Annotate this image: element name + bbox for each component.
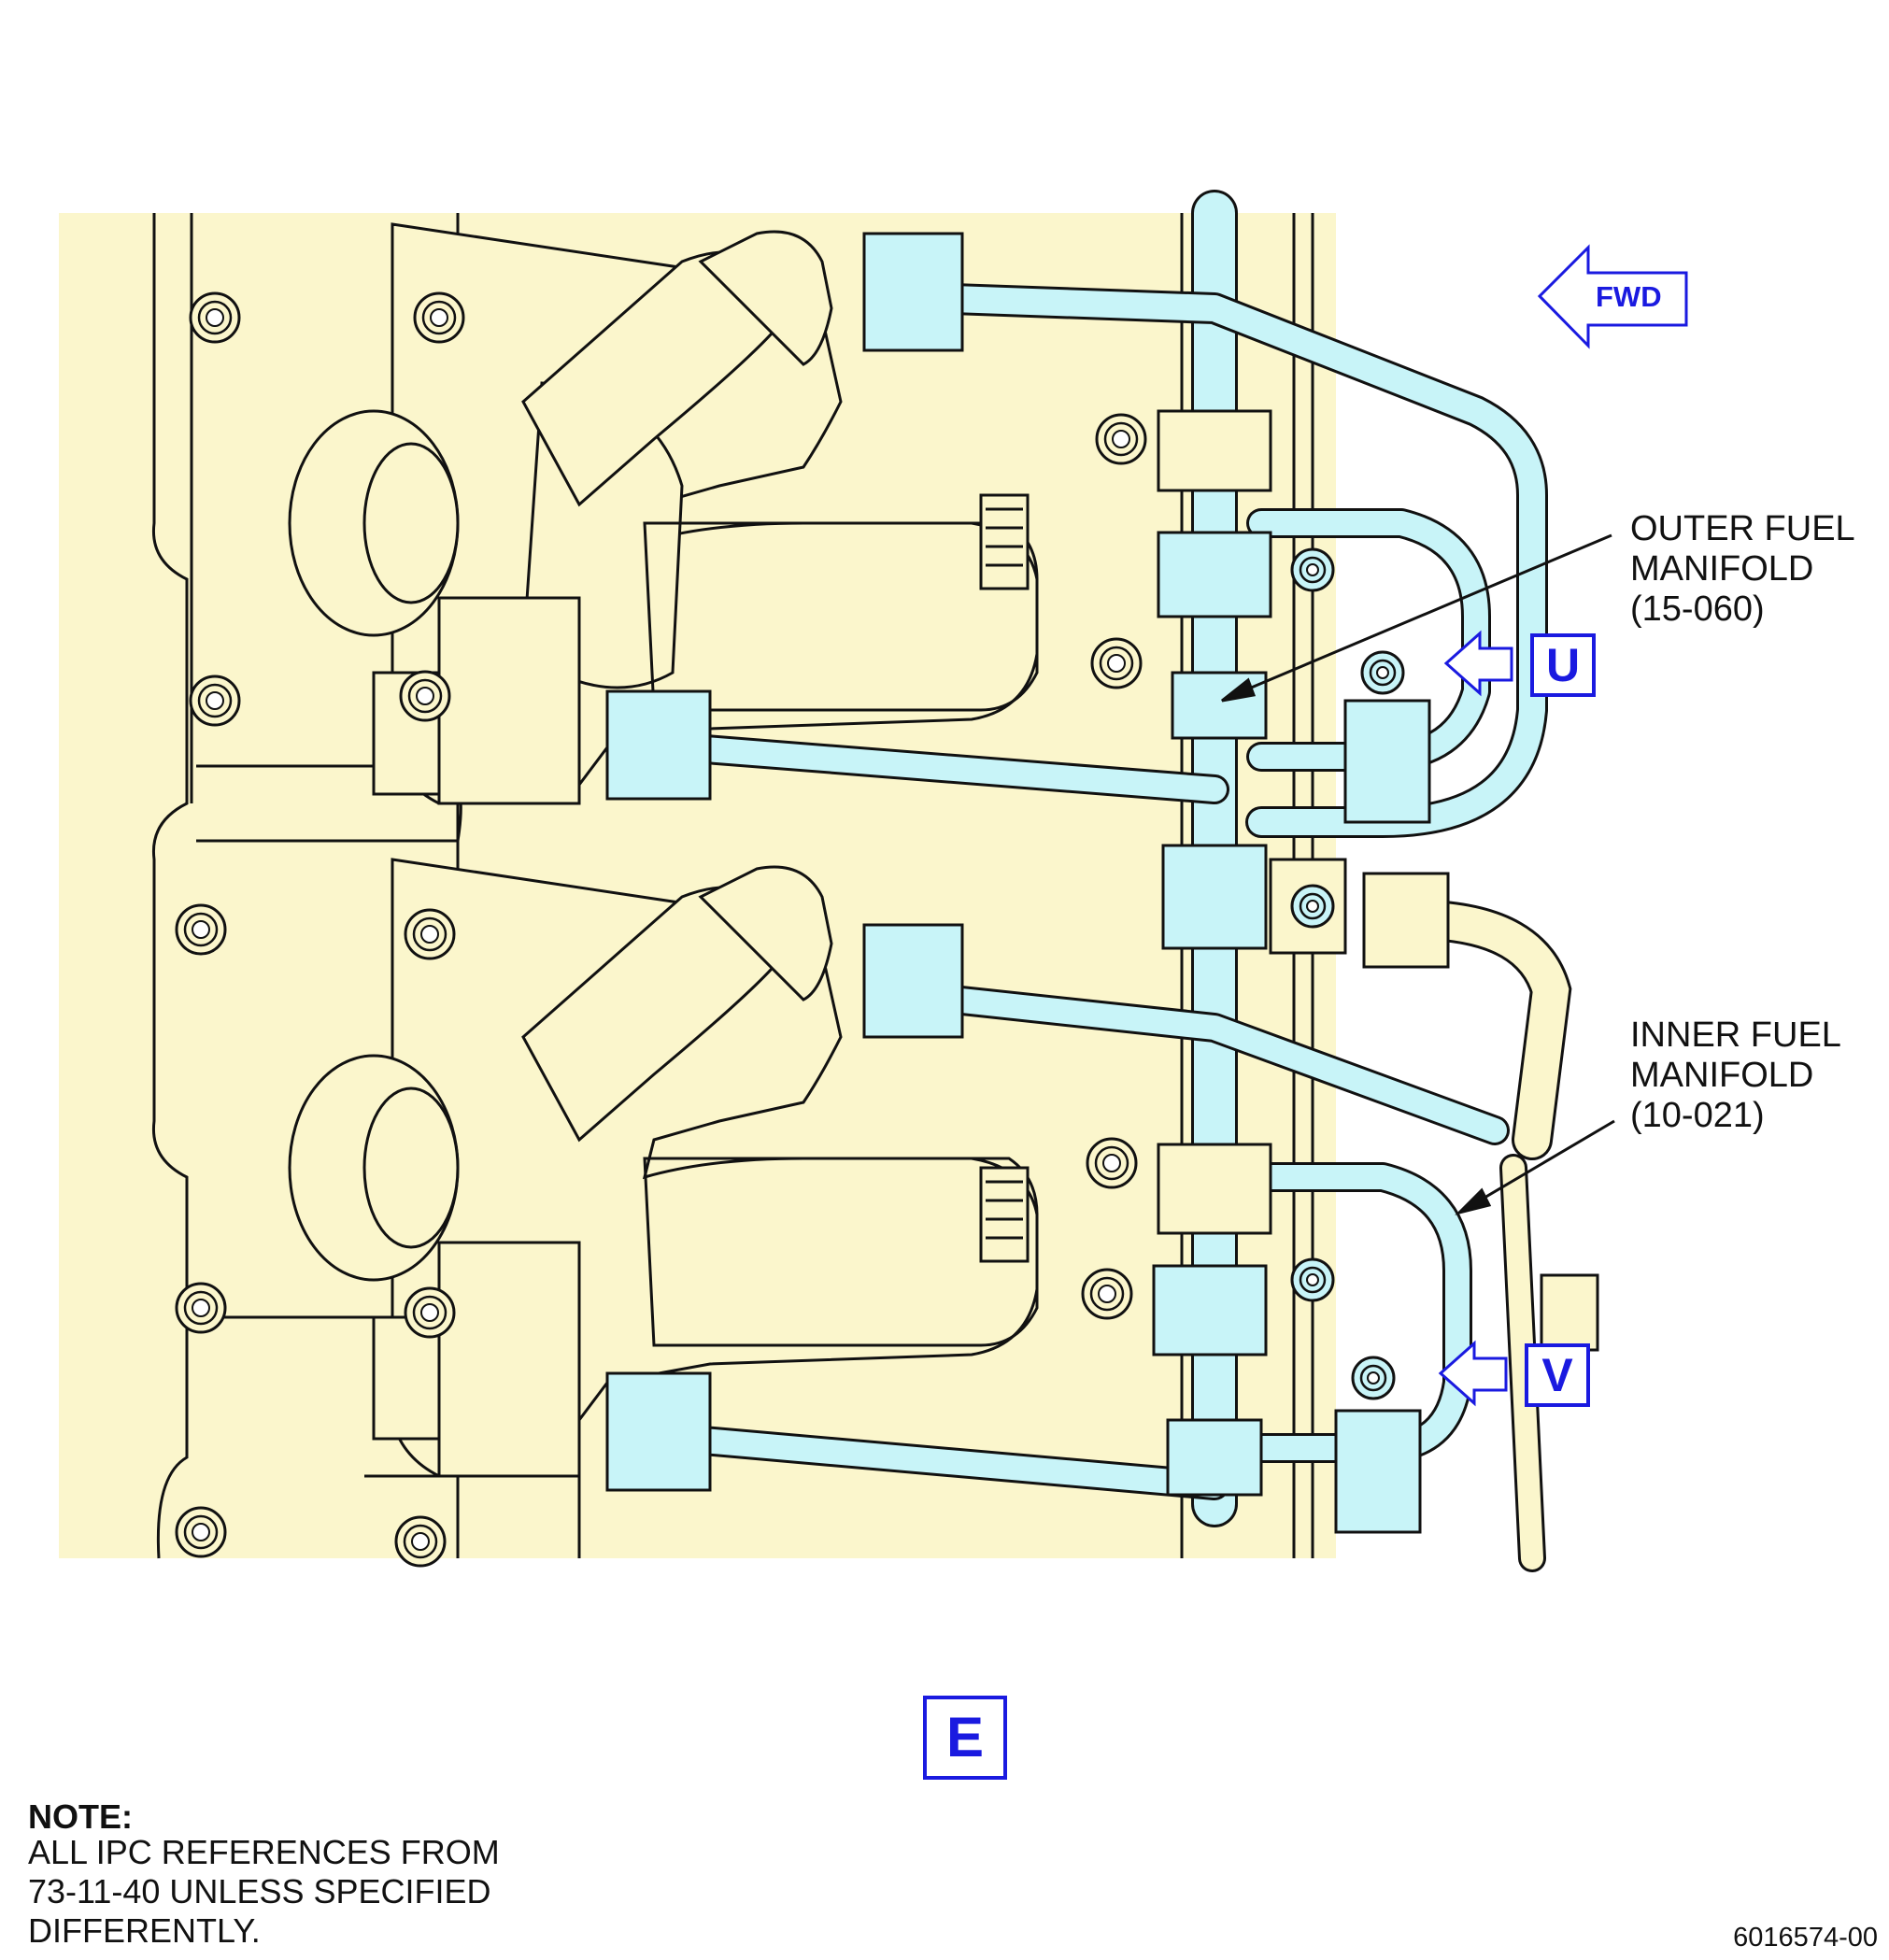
callout-leaders [1221, 533, 1615, 1215]
outer-fuel-manifold-callout: OUTER FUEL MANIFOLD (15-060) [1630, 509, 1855, 629]
view-arrow-icon-u [1443, 630, 1513, 697]
note-body: ALL IPC REFERENCES FROM 73-11-40 UNLESS … [28, 1833, 500, 1950]
view-arrow-icon-v [1438, 1340, 1508, 1407]
inner-supply-tube [1409, 900, 1572, 1572]
fwd-label: FWD [1596, 280, 1662, 313]
view-marker-v: V [1525, 1343, 1590, 1407]
view-marker-e: E [923, 1696, 1007, 1780]
upper-fuel-nozzle-mount [288, 222, 1039, 805]
view-marker-u: U [1530, 633, 1596, 697]
note-title: NOTE: [28, 1797, 133, 1836]
lower-fuel-nozzle-mount [288, 858, 1039, 1558]
figure-id: 6016574-00 [1733, 1923, 1878, 1953]
manifold-fittings [605, 232, 1599, 1534]
forward-arrow-icon [1537, 244, 1688, 349]
spring-assemblies [979, 493, 1030, 1263]
inner-fuel-manifold-callout: INNER FUEL MANIFOLD (10-021) [1630, 1016, 1841, 1135]
